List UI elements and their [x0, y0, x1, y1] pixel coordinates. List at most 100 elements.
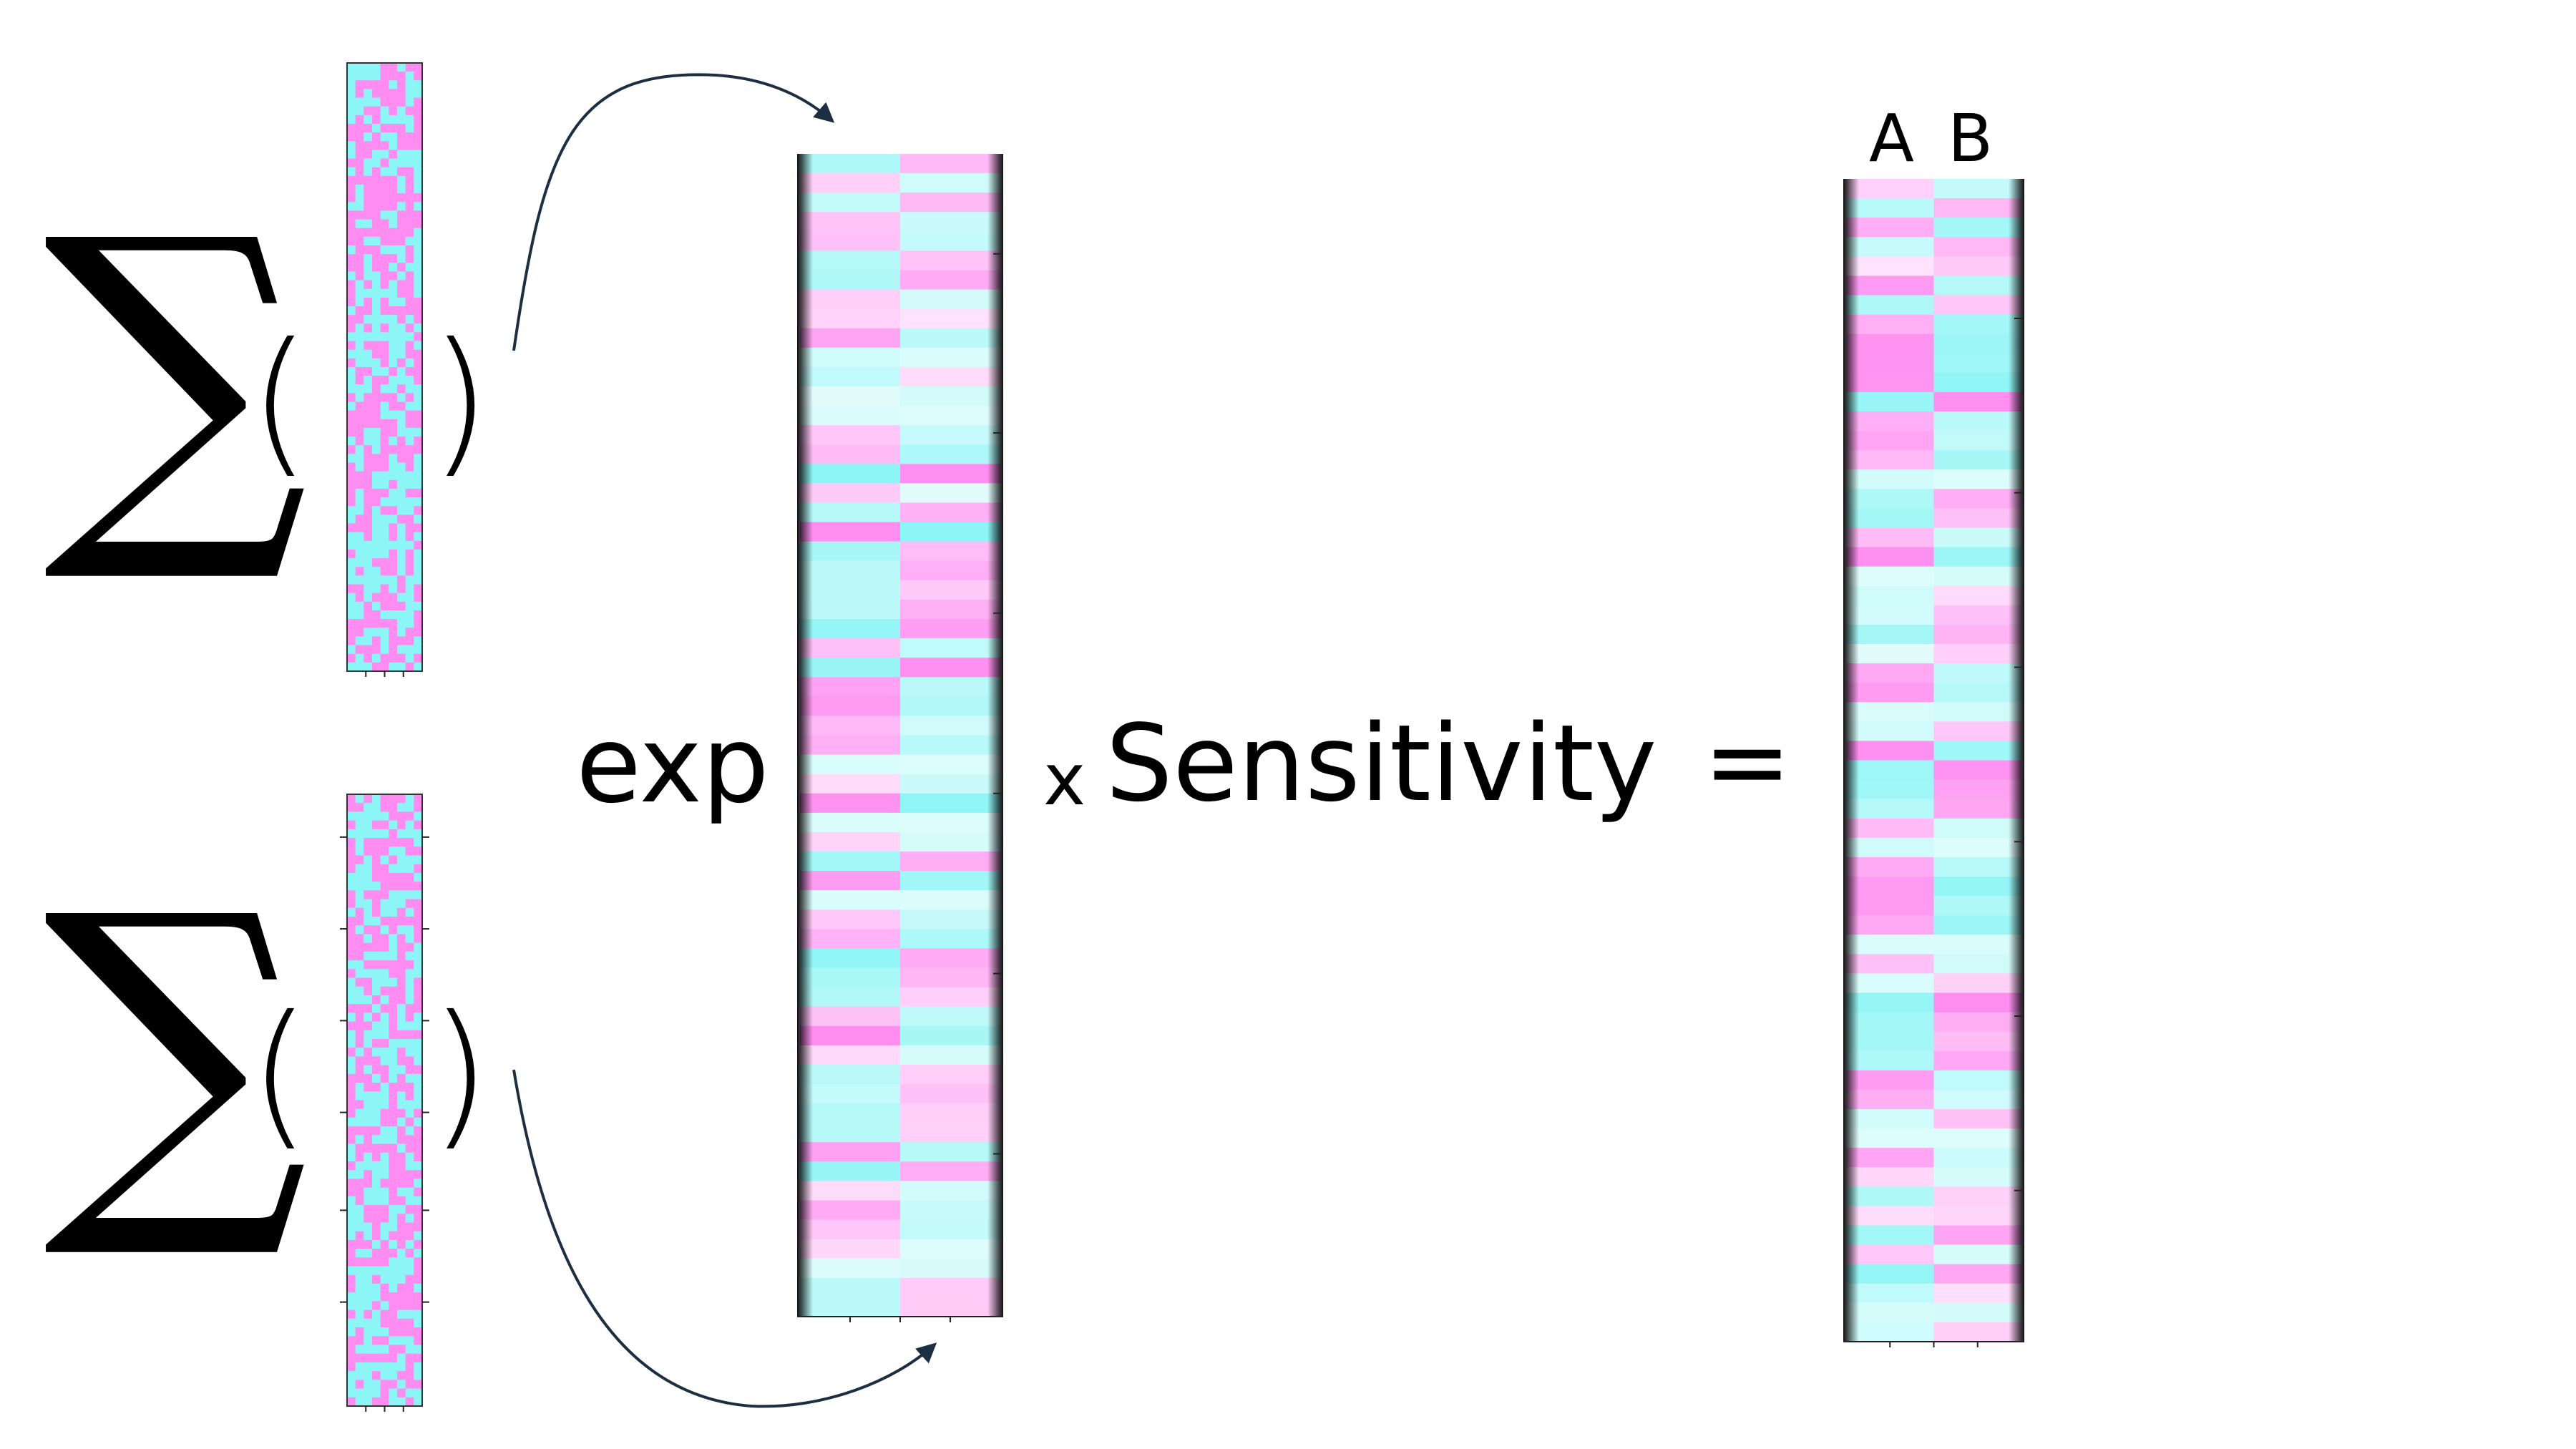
heatmap-cell [380, 358, 389, 368]
heatmap-cell [389, 532, 398, 542]
heatmap-cell [405, 960, 414, 970]
heatmap-cell [414, 1117, 423, 1127]
heatmap-cell [389, 358, 398, 368]
heatmap-cell [347, 376, 356, 385]
heatmap-cell [380, 925, 389, 935]
heatmap-cell [355, 1039, 364, 1048]
heatmap-cell [397, 489, 406, 498]
heatmap-cell [389, 1073, 398, 1083]
heatmap-cell [1933, 1264, 2022, 1284]
heatmap-cell [405, 349, 414, 359]
heatmap-cell [900, 735, 1001, 756]
heatmap-cell [1933, 333, 2022, 354]
heatmap-cell [389, 384, 398, 394]
heatmap-cell [364, 882, 373, 891]
heatmap-cell [1933, 760, 2022, 781]
heatmap-cell [900, 696, 1001, 716]
heatmap-cell [414, 820, 423, 830]
heatmap-cell [1933, 353, 2022, 374]
heatmap-cell [414, 1222, 423, 1232]
heatmap-cell [372, 167, 381, 177]
heatmap-cell [397, 280, 406, 290]
heatmap-cell [1933, 1128, 2022, 1148]
heatmap-cell [372, 1091, 381, 1101]
heatmap-cell [414, 1187, 423, 1197]
heatmap-cell [347, 445, 356, 454]
heatmap-cell [397, 872, 406, 882]
heatmap-cell [355, 202, 364, 211]
heatmap-cell [414, 306, 423, 316]
heatmap-cell [405, 1143, 414, 1153]
heatmap-cell [372, 228, 381, 238]
heatmap-cell [364, 628, 373, 637]
heatmap-cell [355, 847, 364, 856]
heatmap-cell [347, 628, 356, 637]
heatmap-cell [1933, 198, 2022, 218]
heatmap-cell [414, 917, 423, 926]
heatmap-cell [380, 471, 389, 481]
heatmap-cell [800, 464, 901, 484]
heatmap-cell [372, 584, 381, 594]
heatmap-cell [414, 951, 423, 961]
heatmap-cell [397, 63, 406, 72]
heatmap-cell [900, 774, 1001, 794]
heatmap-cell [372, 80, 381, 89]
heatmap-cell [355, 210, 364, 220]
heatmap-cell [1846, 644, 1934, 664]
heatmap-cell [405, 619, 414, 628]
heatmap-cell [800, 308, 901, 329]
heatmap-cell [355, 1345, 364, 1355]
heatmap-cell [355, 106, 364, 116]
heatmap-cell [397, 575, 406, 585]
heatmap-cell [347, 1100, 356, 1110]
heatmap-cell [364, 811, 373, 821]
heatmap-cell [389, 271, 398, 281]
heatmap-cell [900, 599, 1001, 620]
heatmap-cell [380, 1231, 389, 1241]
heatmap-cell [1933, 799, 2022, 819]
heatmap-cell [364, 820, 373, 830]
heatmap-cell [405, 462, 414, 472]
heatmap-cell [355, 1117, 364, 1127]
heatmap-cell [355, 1073, 364, 1083]
heatmap-cell [364, 864, 373, 874]
heatmap-cell [380, 280, 389, 290]
heatmap-cell [355, 80, 364, 89]
heatmap-cell [364, 855, 373, 865]
heatmap-cell [397, 610, 406, 620]
heatmap-cell [380, 653, 389, 663]
heatmap-cell [380, 454, 389, 464]
heatmap-cell [372, 1205, 381, 1214]
heatmap-cell [405, 1117, 414, 1127]
heatmap-cell [347, 1030, 356, 1040]
heatmap-cell [372, 219, 381, 229]
heatmap-cell [1933, 1206, 2022, 1226]
heatmap-cell [405, 288, 414, 298]
heatmap-cell [397, 1397, 406, 1407]
heatmap-cell [405, 882, 414, 891]
heatmap-cell [347, 619, 356, 628]
heatmap-cell [355, 97, 364, 107]
heatmap-cell [364, 89, 373, 99]
heatmap-cell [414, 63, 423, 72]
heatmap-cell [405, 1266, 414, 1276]
heatmap-cell [414, 445, 423, 454]
heatmap-cell [372, 454, 381, 464]
heatmap-cell [372, 1065, 381, 1075]
heatmap-cell [389, 1284, 398, 1293]
heatmap-cell [355, 1274, 364, 1284]
heatmap-cell [355, 1327, 364, 1337]
heatmap-cell [405, 1048, 414, 1057]
heatmap-cell [397, 1274, 406, 1284]
heatmap-cell [372, 523, 381, 533]
heatmap-cell [355, 619, 364, 628]
heatmap-cell [372, 820, 381, 830]
heatmap-cell [389, 1249, 398, 1258]
heatmap-cell [347, 1214, 356, 1223]
heatmap-cell [380, 917, 389, 926]
heatmap-cell [364, 1353, 373, 1363]
heatmap-cell [364, 1187, 373, 1197]
heatmap-cell [347, 662, 356, 672]
heatmap-cell [397, 934, 406, 944]
heatmap-cell [1933, 179, 2022, 199]
